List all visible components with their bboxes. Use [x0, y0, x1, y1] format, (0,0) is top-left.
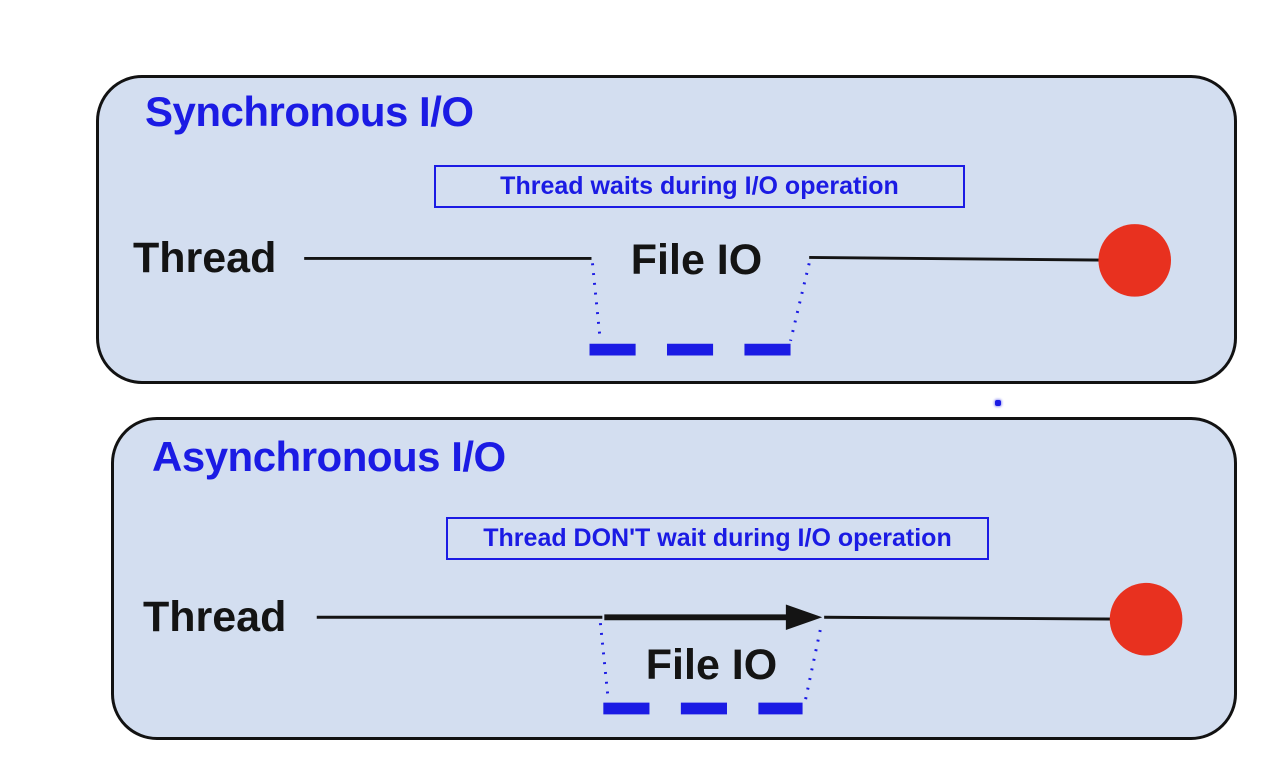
- async-annotation-text: Thread DON'T wait during I/O operation: [483, 524, 952, 552]
- sync-thread-line-after-io: [809, 255, 1135, 262]
- stray-blue-dot: [995, 400, 1001, 406]
- sync-panel: Synchronous I/O Thread waits during I/O …: [96, 75, 1237, 384]
- async-dotted-connector-right: [804, 629, 822, 701]
- async-endpoint-circle: [1109, 582, 1183, 656]
- sync-file-io-label: File IO: [630, 236, 763, 284]
- sync-annotation-box: Thread waits during I/O operation: [434, 165, 965, 208]
- async-wires: [316, 582, 1183, 715]
- async-annotation-box: Thread DON'T wait during I/O operation: [446, 517, 989, 560]
- sync-thread-label: Thread: [133, 234, 277, 282]
- sync-dotted-connector-left: [591, 263, 602, 341]
- async-arrow-head: [785, 604, 823, 631]
- sync-annotation-text: Thread waits during I/O operation: [500, 172, 899, 200]
- async-panel: Asynchronous I/O Thread DON'T wait durin…: [111, 417, 1237, 740]
- sync-dotted-connector-right: [789, 262, 811, 342]
- async-file-io-label: File IO: [645, 641, 778, 689]
- sync-panel-title: Synchronous I/O: [145, 88, 474, 135]
- sync-endpoint-circle: [1098, 224, 1172, 297]
- async-thread-line-after-io: [824, 615, 1147, 621]
- async-thread-label: Thread: [143, 593, 287, 641]
- async-dotted-connector-left: [598, 623, 610, 700]
- sync-wires: [304, 224, 1172, 356]
- async-panel-title: Asynchronous I/O: [152, 433, 506, 480]
